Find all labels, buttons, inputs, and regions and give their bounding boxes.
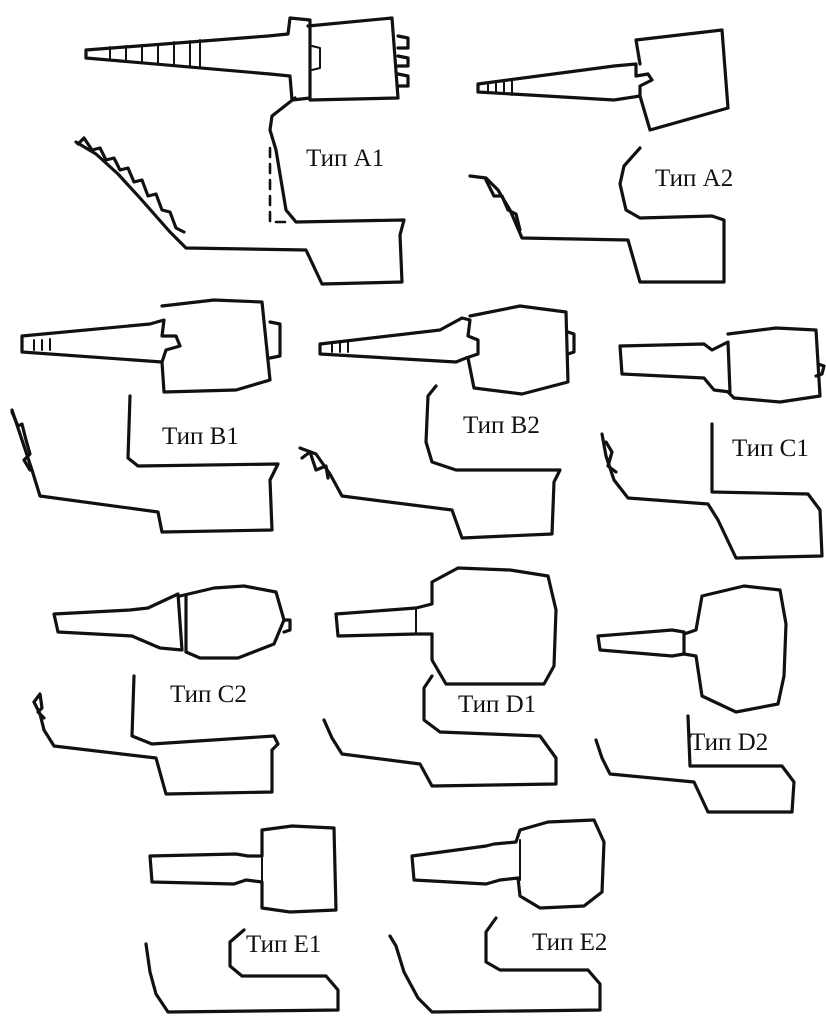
type-e1-top-view — [148, 824, 338, 914]
type-d2-group: Тип D2 — [594, 584, 796, 814]
type-b2-top-view — [318, 304, 576, 396]
type-e2-group: Тип Е2 — [388, 818, 607, 1014]
type-b2-group: Тип В2 — [298, 304, 576, 540]
type-b1-top-view — [20, 298, 282, 394]
type-c2-group: Тип С2 — [32, 584, 292, 796]
type-c1-side-view — [600, 422, 824, 560]
type-e1-side-view — [144, 928, 340, 1014]
type-d1-side-view — [322, 674, 558, 788]
type-e2-side-view — [388, 916, 602, 1014]
type-d2-label: Тип D2 — [690, 729, 768, 756]
type-c2-label: Тип С2 — [170, 681, 247, 708]
type-d1-top-view — [334, 566, 558, 686]
type-a1-group: Тип А1 — [74, 16, 410, 286]
type-c1-label: Тип С1 — [732, 435, 809, 462]
type-c2-top-view — [52, 584, 292, 660]
type-b1-side-view — [10, 394, 280, 534]
type-e2-top-view — [410, 818, 606, 910]
type-a1-top-view — [84, 16, 410, 102]
type-d2-side-view — [594, 714, 796, 814]
type-c2-side-view — [32, 674, 280, 796]
type-d2-top-view — [596, 584, 788, 714]
type-a2-top-view — [476, 28, 730, 132]
type-a2-group: Тип А2 — [468, 28, 733, 284]
type-a2-label: Тип А2 — [655, 165, 733, 192]
type-e1-group: Тип Е1 — [144, 824, 340, 1014]
type-c1-top-view — [618, 326, 826, 404]
type-e1-label: Тип Е1 — [246, 931, 321, 958]
type-b2-side-view — [298, 384, 562, 540]
type-b1-group: Тип В1 — [10, 298, 282, 534]
type-b2-label: Тип В2 — [463, 412, 540, 439]
type-a1-label: Тип А1 — [306, 145, 384, 172]
type-d1-group: Тип D1 — [322, 566, 558, 788]
type-b1-label: Тип В1 — [162, 423, 239, 450]
type-d1-label: Тип D1 — [458, 691, 536, 718]
type-c1-group: Тип С1 — [600, 326, 826, 560]
type-a2-side-view — [468, 146, 726, 284]
type-a1-side-view — [74, 96, 406, 286]
type-e2-label: Тип Е2 — [532, 929, 607, 956]
